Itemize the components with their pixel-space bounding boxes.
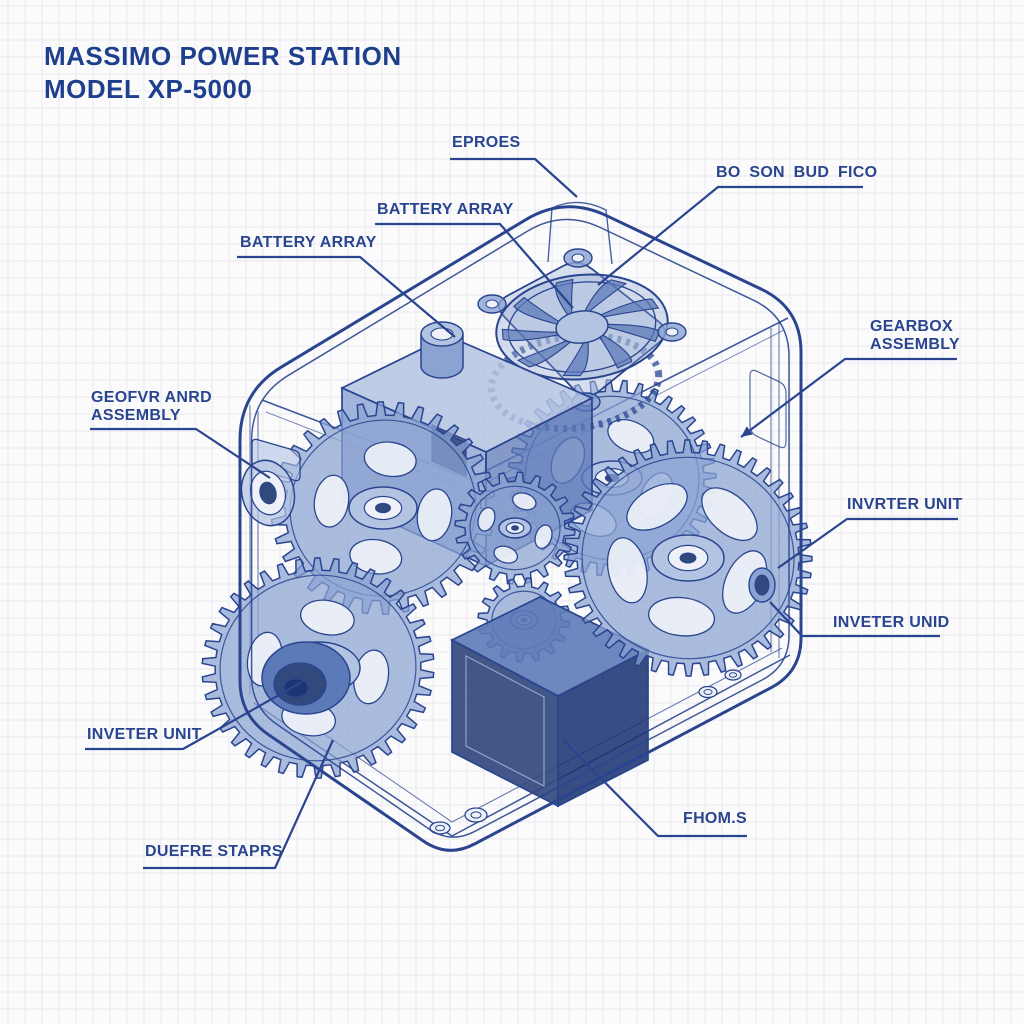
label-inveter-unit: INVETER UNIT (87, 726, 202, 743)
leader-invrter (777, 517, 958, 569)
gear-right-large (563, 439, 813, 677)
label-gearbox-line2: ASSEMBLY (870, 336, 960, 353)
leader-eproes (450, 157, 578, 198)
leader-fhoms (562, 739, 747, 838)
gear-upper-left (270, 401, 496, 615)
label-fhoms: FHOM.S (683, 810, 748, 827)
label-gearbox-assembly: GEARBOX ASSEMBLY (870, 318, 960, 354)
leader-battery-upper (375, 222, 574, 309)
leader-battery-lower (237, 255, 456, 338)
motor-block (450, 596, 650, 808)
title-line1: MASSIMO POWER STATION (44, 41, 402, 71)
label-geofvr-line2: ASSEMBLY (91, 407, 181, 424)
leader-inveter-unit (85, 681, 303, 751)
label-inveter-unid: INVETER UNID (833, 614, 950, 631)
label-battery-array-lower: BATTERY ARRAY (240, 234, 377, 251)
cooling-fan (477, 248, 687, 433)
leader-inveter-unid (769, 601, 940, 638)
label-geofvr-anrd-assembly: GEOFVR ANRD ASSEMBLY (91, 389, 212, 425)
label-geofvr-line1: GEOFVR ANRD (91, 389, 212, 406)
gear-front (563, 439, 813, 677)
title-block: MASSIMO POWER STATION MODEL XP-5000 (44, 40, 402, 106)
gear-center-small (454, 471, 576, 585)
enclosure-outline (238, 205, 803, 852)
leader-gearbox-arrowhead (741, 426, 753, 437)
title-line2: MODEL XP-5000 (44, 74, 253, 104)
leader-gearbox (740, 357, 957, 438)
label-duefre-staprs: DUEFRE STAPRS (145, 843, 283, 860)
side-fittings (240, 438, 776, 603)
label-invrter-unit: INVRTER UNIT (847, 496, 963, 513)
leader-bo-son-bud-fico (597, 185, 863, 286)
leader-lines (85, 157, 958, 870)
leader-geofvr (90, 427, 271, 479)
label-bo-son-bud-fico: BO SON BUD FICO (716, 164, 878, 181)
label-gearbox-line1: GEARBOX (870, 318, 953, 335)
label-eproes: EPROES (452, 134, 521, 151)
leader-duefre (143, 739, 335, 870)
label-battery-array-upper: BATTERY ARRAY (377, 201, 514, 218)
